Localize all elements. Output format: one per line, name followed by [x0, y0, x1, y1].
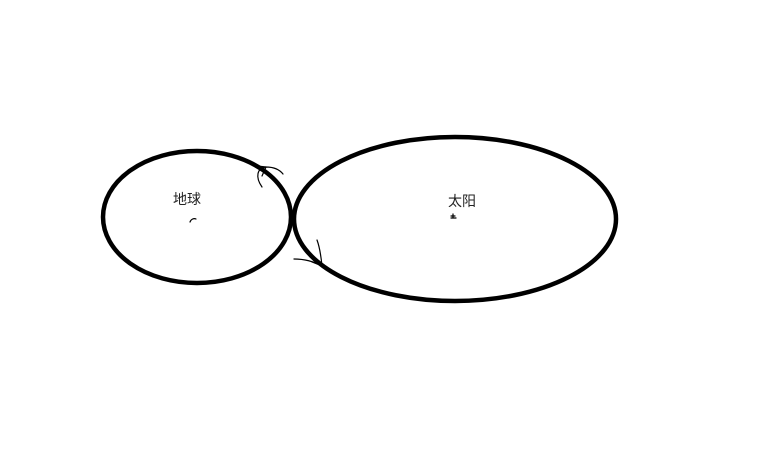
earth-circle: [100, 148, 294, 286]
earth-label: 地球: [173, 192, 201, 208]
earth-mark: [189, 218, 197, 223]
sun-label: 太阳: [448, 194, 476, 210]
sun-circle: [291, 134, 619, 304]
arrow-icon: [293, 239, 323, 267]
curved-arrow-icon: [256, 165, 284, 188]
sun-mark: [450, 213, 457, 219]
